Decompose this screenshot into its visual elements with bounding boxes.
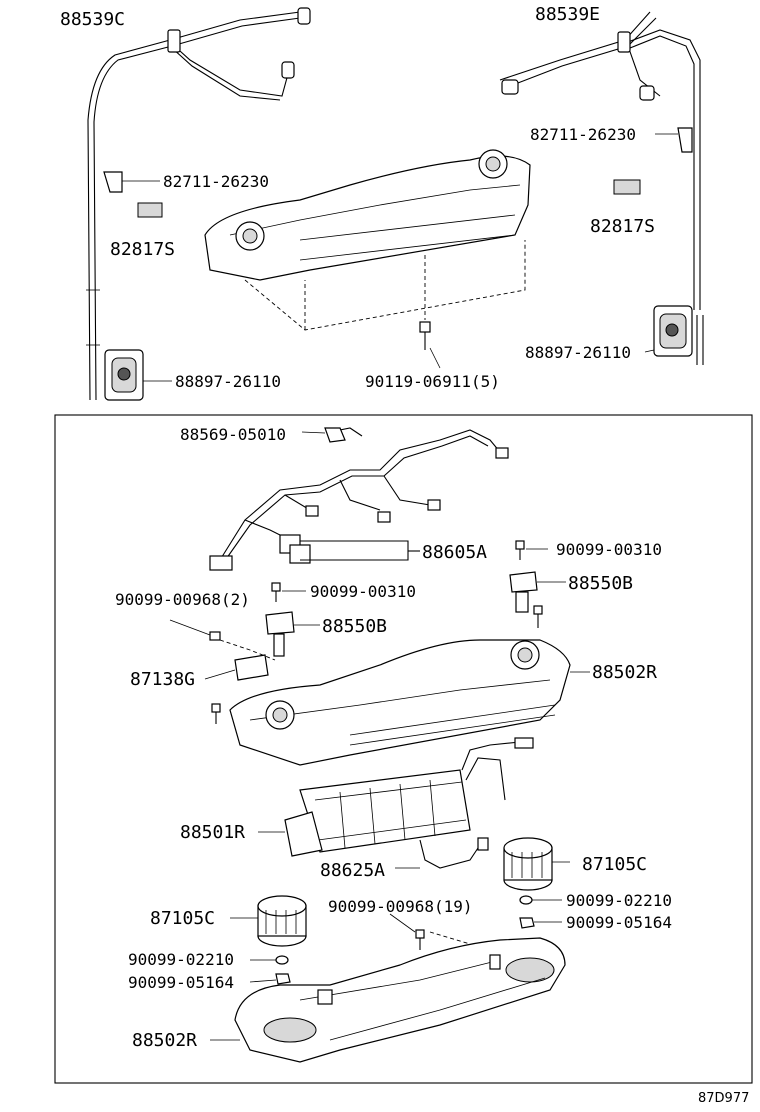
label-90099-05164-right: 90099-05164 <box>566 913 672 932</box>
label-90099-00968-2: 90099-00968(2) <box>115 590 250 609</box>
label-88569: 88569-05010 <box>180 425 286 444</box>
label-88502R-top: 88502R <box>592 662 657 683</box>
diagram-code: 87D977 <box>698 1091 749 1106</box>
label-88502R-bottom: 88502R <box>132 1030 197 1051</box>
nut-90099-02210-right-drawing <box>519 895 562 905</box>
label-87138G: 87138G <box>130 669 195 690</box>
sensor-87138G-drawing <box>169 619 276 681</box>
nut-90099-05164-left-drawing <box>249 973 291 985</box>
nut-90099-05164-right-drawing <box>519 917 562 929</box>
label-87105C-left: 87105C <box>150 908 215 929</box>
blower-87105C-right-drawing <box>503 837 570 891</box>
lower-case-88502R-drawing <box>210 937 566 1063</box>
actuator-88550B-right-drawing <box>509 540 566 628</box>
screw-90099-00968-19-drawing <box>389 913 471 950</box>
pad-82817S-left-drawing <box>137 202 163 218</box>
detail-frame <box>54 414 753 1084</box>
label-88501R: 88501R <box>180 822 245 843</box>
label-82817S-right: 82817S <box>590 216 655 237</box>
thermistor-88625A-drawing <box>395 837 489 869</box>
actuator-88550B-left-drawing <box>265 582 320 657</box>
wire-harness-drawing <box>209 427 509 571</box>
cooling-unit-top-drawing <box>204 149 531 331</box>
label-88539E: 88539E <box>535 4 600 25</box>
label-90099-02210-left: 90099-02210 <box>128 950 234 969</box>
label-88625A: 88625A <box>320 860 385 881</box>
grommet-88897-left-drawing <box>104 349 172 401</box>
label-90099-00310-b: 90099-00310 <box>310 582 416 601</box>
label-87105C-right: 87105C <box>582 854 647 875</box>
label-90099-00968-19: 90099-00968(19) <box>328 897 473 916</box>
label-82817S-left: 82817S <box>110 239 175 260</box>
hose-88539E-drawing <box>499 11 704 365</box>
label-88897-right: 88897-26110 <box>525 343 631 362</box>
clamp-82711-left-drawing <box>103 171 160 193</box>
label-88539C: 88539C <box>60 9 125 30</box>
blower-87105C-left-drawing <box>230 895 307 947</box>
pad-82817S-right-drawing <box>613 179 641 195</box>
label-88605A: 88605A <box>422 542 487 563</box>
label-88550B-a: 88550B <box>568 573 633 594</box>
label-90099-05164-left: 90099-05164 <box>128 973 234 992</box>
label-90119: 90119-06911(5) <box>365 372 500 391</box>
label-90099-02210-right: 90099-02210 <box>566 891 672 910</box>
nut-90099-02210-left-drawing <box>250 955 289 965</box>
screw-90119-drawing <box>419 321 431 350</box>
hose-88539C-drawing <box>86 7 311 401</box>
grommet-88897-right-drawing <box>644 305 693 357</box>
label-90099-00310-a: 90099-00310 <box>556 540 662 559</box>
evaporator-88501R-drawing <box>258 737 534 857</box>
label-88897-left: 88897-26110 <box>175 372 281 391</box>
upper-case-88502R-drawing <box>211 639 590 766</box>
clamp-82711-right-drawing <box>655 127 693 153</box>
label-82711-right: 82711-26230 <box>530 125 636 144</box>
label-82711-left: 82711-26230 <box>163 172 269 191</box>
label-88550B-b: 88550B <box>322 616 387 637</box>
